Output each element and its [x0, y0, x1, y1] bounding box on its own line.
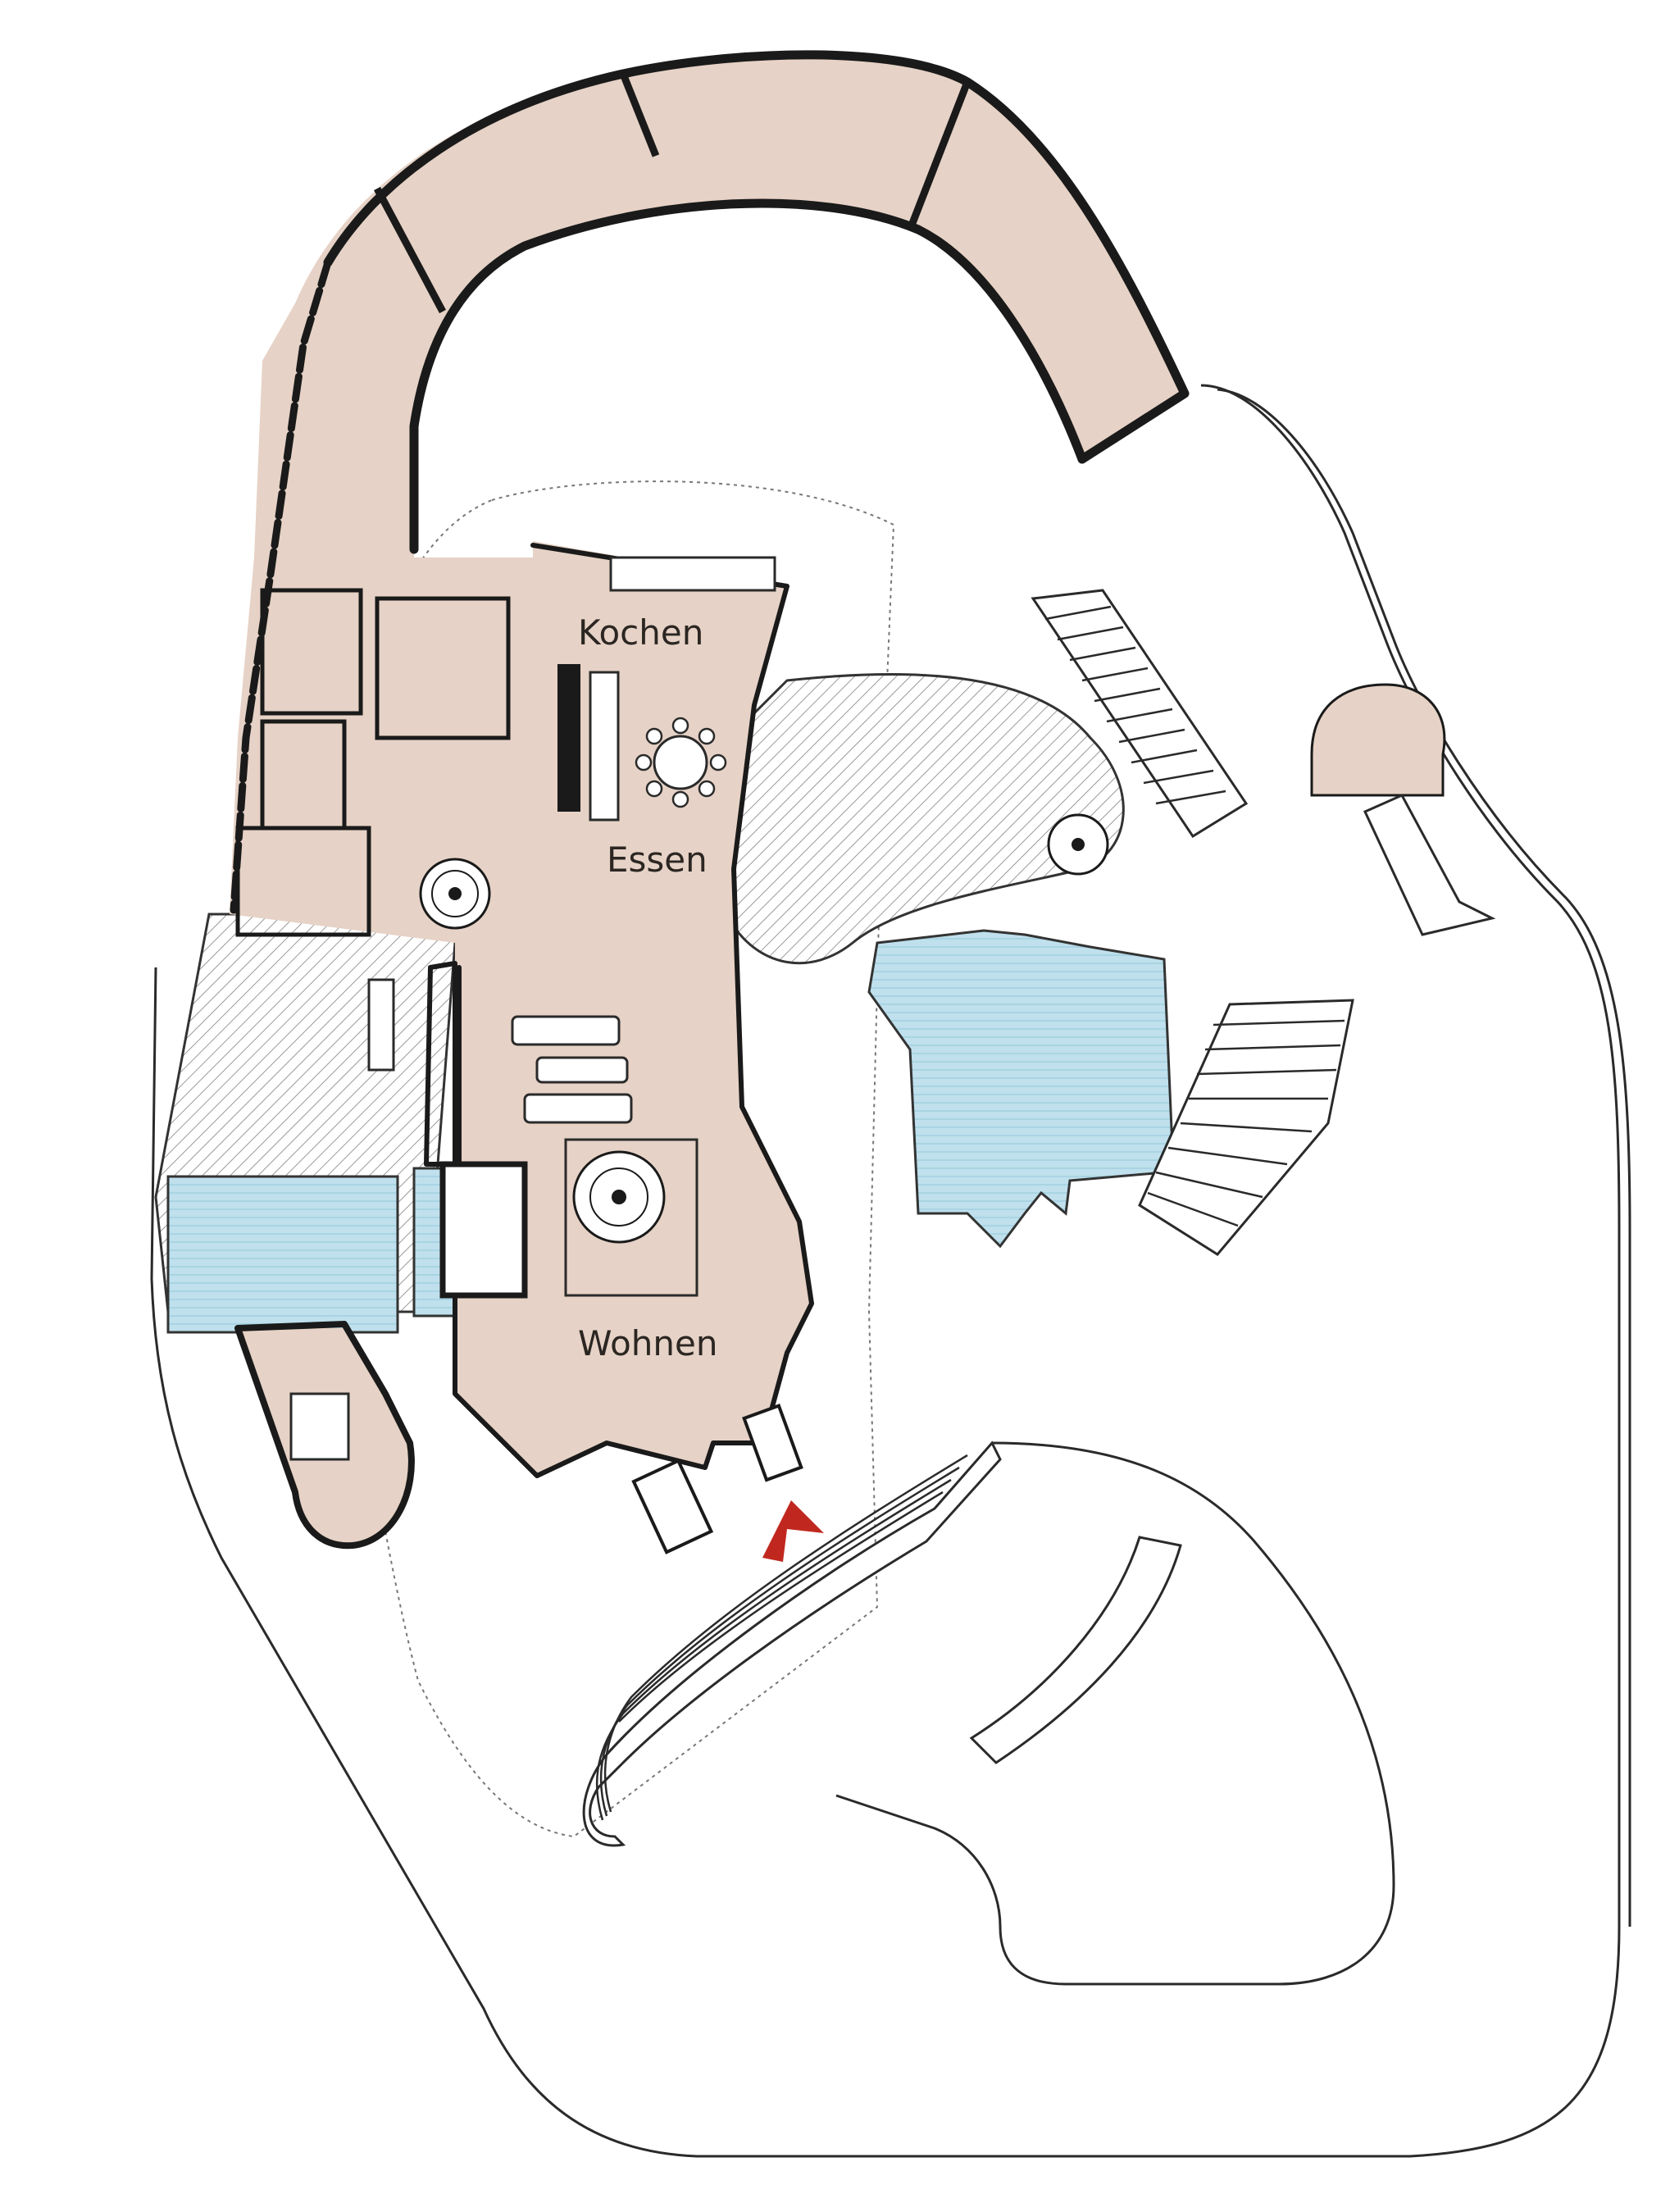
partition-2 [619, 72, 660, 157]
room-b [375, 596, 511, 740]
entrance-arrow-icon [762, 1500, 824, 1562]
wing-inner-wall [409, 198, 1087, 554]
west-wall [230, 258, 332, 914]
guest-bed [289, 1392, 350, 1461]
spiral-stair-3 [1047, 813, 1109, 876]
water-channel-west [166, 1175, 399, 1334]
kitchen-top-counter [609, 556, 776, 592]
drive-loop [835, 1441, 1395, 1986]
spiral-stair-1 [419, 858, 491, 930]
site-boundary-inner [1217, 388, 1631, 1927]
bedroom-wing [254, 54, 1185, 558]
label-kitchen: Kochen [578, 612, 703, 653]
sofa-1 [511, 1015, 621, 1046]
kitchen-counter-dark [557, 664, 580, 812]
stair-east [1138, 999, 1354, 1256]
sofa-3 [523, 1093, 633, 1124]
partition-1 [374, 186, 446, 314]
guest-wall [234, 1321, 415, 1550]
room-c [235, 826, 371, 937]
dining-chairs [635, 717, 727, 808]
partition-3 [906, 80, 971, 231]
label-living: Wohnen [578, 1323, 717, 1363]
label-dining: Essen [607, 840, 708, 880]
spiral-stair-2 [564, 1138, 698, 1297]
sofa-2 [535, 1056, 629, 1084]
stair-southeast [969, 1536, 1182, 1764]
entrance-doors [631, 1403, 803, 1554]
room-a [260, 588, 363, 716]
dining-table [653, 735, 708, 790]
outdoor-table [367, 978, 395, 1072]
pool [867, 929, 1174, 1249]
site-boundary [150, 384, 1621, 2158]
main-wall [424, 543, 814, 1478]
fireplace-block [439, 1161, 528, 1299]
kitchen-island [589, 671, 620, 822]
pavilion [1310, 683, 1496, 936]
stair-northeast [1031, 589, 1249, 839]
stair-south-curved [582, 1441, 1002, 1847]
wing-outer-wall [323, 50, 1190, 464]
